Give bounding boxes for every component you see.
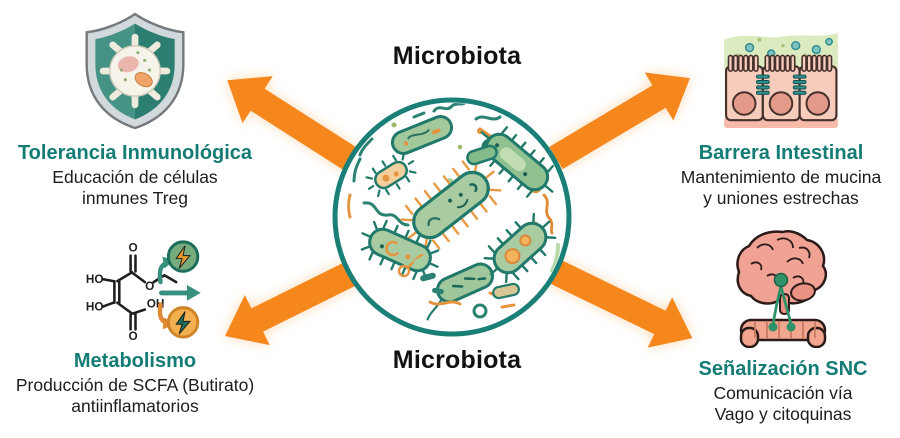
node-subtitle-line: Educación de células (52, 167, 218, 187)
molecule-label: HO (86, 301, 104, 314)
microbiota-label-bottom: Microbiota (392, 346, 522, 374)
node-subtitle-line: inmunes Treg (81, 188, 188, 208)
node-subtitle: Comunicación vía Vago y citoquinas (713, 383, 852, 425)
arrow-top-right (549, 72, 690, 170)
molecule-label: O (128, 330, 137, 340)
molecule-label: HO (86, 273, 104, 286)
node-subtitle-line: antiinflamatorios (71, 396, 199, 416)
node-title: Tolerancia Inmunológica (17, 142, 253, 164)
arrow-bottom-right (546, 258, 693, 348)
intestinal-epithelium-icon (724, 32, 838, 129)
node-title: Barrera Intestinal (698, 142, 864, 164)
node-title: Metabolismo (73, 350, 197, 372)
arrow-top-left (227, 76, 360, 171)
node-intestinal-barrier: Barrera Intestinal Mantenimiento de muci… (658, 26, 900, 209)
node-immune-tolerance: Tolerancia Inmunológica Educación de cél… (8, 10, 262, 209)
node-subtitle-line: y uniones estrechas (703, 188, 859, 208)
node-cns-signaling: Señalización SNC Comunicación vía Vago y… (660, 228, 900, 425)
node-title: Señalización SNC (698, 358, 868, 380)
shield-cell-icon (85, 12, 185, 130)
node-subtitle-line: Mantenimiento de mucina (680, 167, 882, 187)
brain-gut-icon (736, 230, 827, 348)
node-subtitle: Mantenimiento de mucina y uniones estrec… (681, 167, 881, 209)
node-subtitle-line: Vago y citoquinas (714, 404, 852, 424)
microbiota-bacteria-icon (332, 97, 572, 337)
node-subtitle: Producción de SCFA (Butirato) antiinflam… (16, 375, 254, 417)
microbiota-circle (330, 95, 574, 344)
arrow-bottom-left (225, 260, 360, 346)
node-subtitle-line: Producción de SCFA (Butirato) (15, 375, 255, 395)
scfa-molecule-icon: HO HO O O OH O (86, 240, 201, 340)
node-subtitle: Educación de células inmunes Treg (52, 167, 217, 209)
node-metabolism: HO HO O O OH O Metabolismo Producción de… (8, 236, 262, 417)
molecule-label: O (128, 242, 137, 255)
node-subtitle-line: Comunicación vía (713, 383, 853, 403)
microbiota-label-top: Microbiota (392, 42, 522, 70)
molecule-label: O (145, 280, 154, 293)
tight-junction-icon (755, 74, 807, 95)
